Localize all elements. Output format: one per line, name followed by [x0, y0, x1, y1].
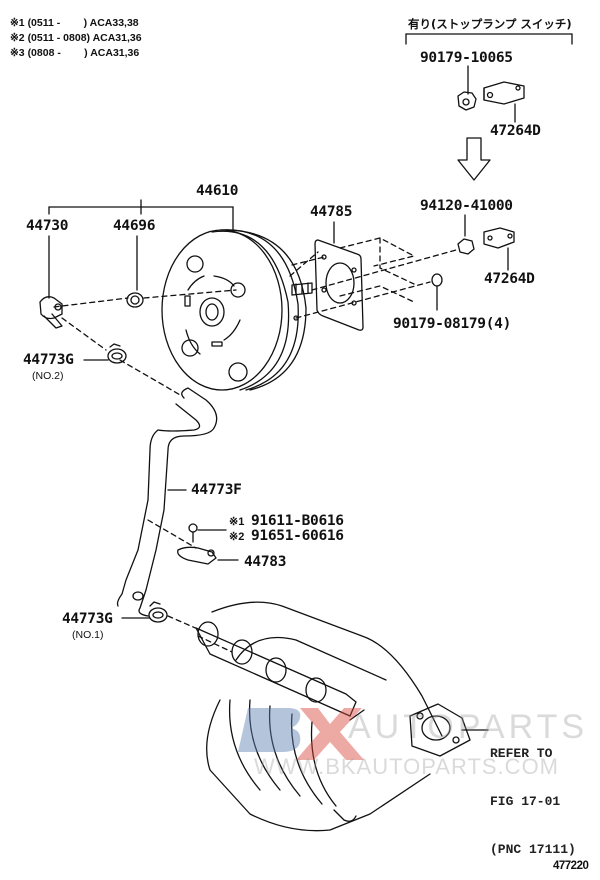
watermark-brand: AUTOPARTS [348, 708, 589, 746]
part-label-44730[interactable]: 44730 [26, 218, 69, 234]
bracket-47264d-part [483, 227, 515, 271]
part-label-44783[interactable]: 44783 [244, 554, 287, 570]
part-label-44773g-no1[interactable]: 44773G [62, 611, 113, 627]
note-mark: ※1 [10, 17, 25, 29]
note-mark-1: ※1 [229, 516, 245, 528]
part-label-91651-60616[interactable]: 91651-60616 [251, 528, 344, 544]
option-group-bracket [405, 33, 573, 45]
figure-id: 477220 [553, 860, 589, 872]
watermark-logo-icon [238, 708, 364, 760]
brake-booster-part [161, 229, 313, 391]
note-range: (0511 - 0808) [27, 32, 91, 44]
part-label-47264d-top[interactable]: 47264D [490, 123, 541, 139]
part-label-44773f[interactable]: 44773F [191, 482, 242, 498]
part-label-44610[interactable]: 44610 [196, 183, 239, 199]
pedal-bracket-outline [53, 237, 457, 653]
nut-90179-10065-part [457, 65, 477, 111]
part-label-90179-08179[interactable]: 90179-08179(4) [393, 316, 512, 332]
part-label-44773g-no2[interactable]: 44773G [23, 352, 74, 368]
note-mark: ※3 [10, 47, 25, 59]
nut-90179-08179-part [431, 273, 443, 311]
grommet-44696-part [126, 235, 144, 308]
part-label-94120-41000[interactable]: 94120-41000 [420, 198, 513, 214]
gasket-44785-part [314, 221, 364, 331]
note-models: ACA31,36 [90, 47, 140, 59]
note-mark-2: ※2 [229, 531, 245, 543]
note-range: (0511 - ) [27, 17, 88, 29]
note-range: (0808 - ) [27, 47, 88, 59]
part-label-44785[interactable]: 44785 [310, 204, 353, 220]
refer-line-3: (PNC 17111) [490, 842, 576, 857]
part-label-47264d[interactable]: 47264D [484, 271, 535, 287]
note-models: ACA33,38 [89, 17, 139, 29]
refer-line-2: FIG 17-01 [490, 794, 561, 809]
clip-44773g-no1-part [121, 601, 168, 623]
nut-94120-41000-part [457, 214, 475, 255]
applicability-note-1: ※1 (0511 - ) ACA33,38 [10, 16, 139, 31]
bolt-91611-part [188, 523, 227, 543]
refer-line-1: REFER TO [490, 746, 553, 761]
intake-manifold-part [195, 601, 489, 832]
bracket-44783-part [177, 546, 239, 565]
applicability-note-2: ※2 (0511 - 0808) ACA31,36 [10, 31, 142, 46]
refer-note[interactable]: REFER TO FIG 17-01 (PNC 17111) [490, 714, 576, 880]
part-label-44696[interactable]: 44696 [113, 218, 156, 234]
part-label-91611-b0616[interactable]: 91611-B0616 [251, 513, 344, 529]
check-valve-44730-part [39, 235, 63, 329]
down-arrow-icon [457, 137, 491, 181]
option-header: 有り(ストップランプ スイッチ) [408, 17, 572, 31]
note-mark: ※2 [10, 32, 25, 44]
booster-assembly-bracket [48, 199, 234, 233]
part-label-90179-10065[interactable]: 90179-10065 [420, 50, 513, 66]
vacuum-hose-44773f-part [116, 387, 218, 617]
applicability-note-3: ※3 (0808 - ) ACA31,36 [10, 46, 139, 61]
part-sublabel-no2: (NO.2) [32, 370, 64, 382]
part-sublabel-no1: (NO.1) [72, 629, 104, 641]
note-models: ACA31,36 [92, 32, 142, 44]
bracket-47264d-top-part [483, 81, 525, 123]
watermark-url: WWW.BKAUTOPARTS.COM [254, 754, 560, 779]
clip-44773g-no2-part [83, 343, 127, 364]
